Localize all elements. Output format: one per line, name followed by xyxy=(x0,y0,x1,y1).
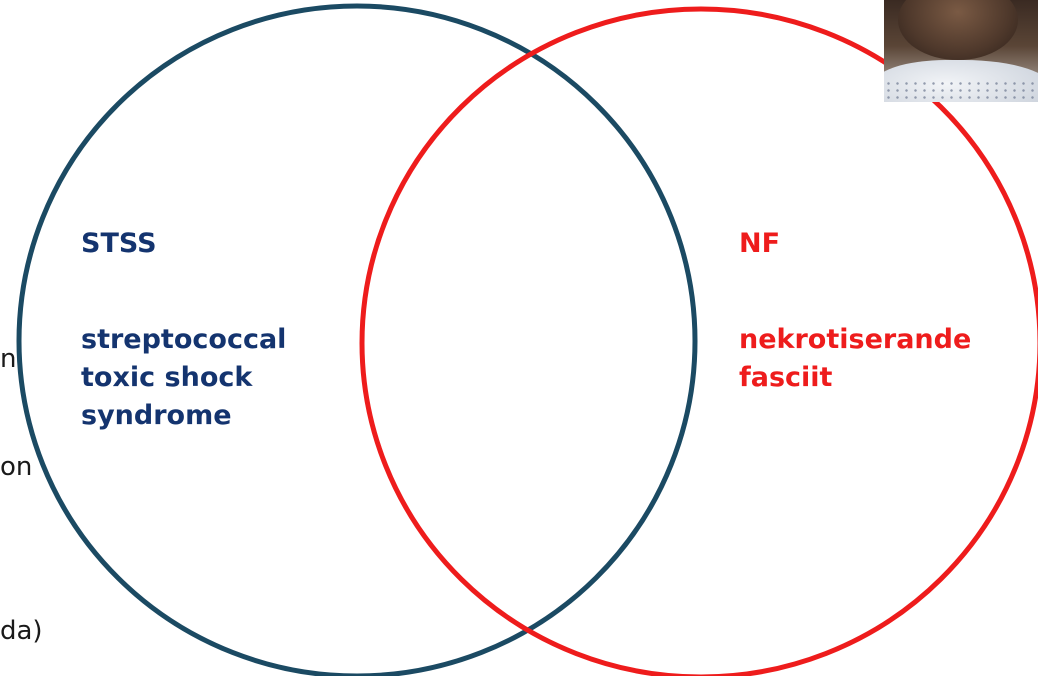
stss-full-name-line-3: syndrome xyxy=(81,400,232,431)
nf-abbreviation: NF xyxy=(739,228,781,259)
nf-full-name-line-2: fasciit xyxy=(739,362,833,393)
nf-circle xyxy=(359,6,1038,676)
photo-skin-area xyxy=(898,0,1018,60)
nf-full-name-line-1: nekrotiserande xyxy=(739,324,972,355)
nf-full-name: nekrotiserande fasciit xyxy=(739,321,971,397)
stss-abbreviation: STSS xyxy=(81,228,157,259)
cut-off-text-fragment-2: on xyxy=(0,452,33,482)
stss-full-name-line-1: streptococcal xyxy=(81,324,287,355)
clinical-photo xyxy=(884,0,1038,102)
photo-pattern xyxy=(884,80,1038,102)
stss-full-name-line-2: toxic shock xyxy=(81,362,253,393)
stss-circle xyxy=(16,3,698,676)
cut-off-text-fragment-3: da) xyxy=(0,616,43,646)
cut-off-text-fragment-1: n xyxy=(0,344,17,374)
stss-full-name: streptococcal toxic shock syndrome xyxy=(81,321,286,435)
